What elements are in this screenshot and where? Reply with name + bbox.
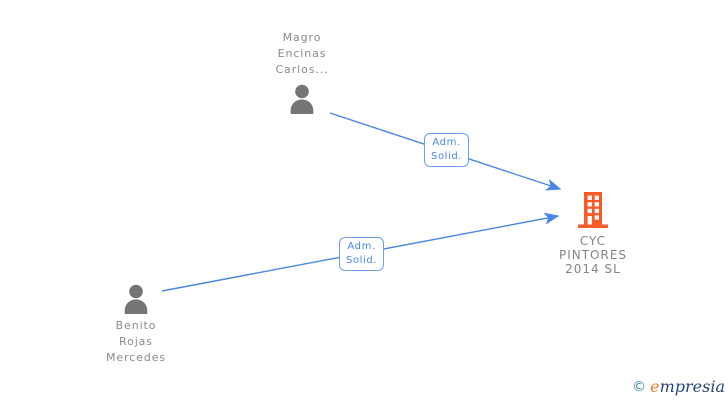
company-name-label: CYC PINTORES 2014 SL xyxy=(558,234,628,276)
node-company-cyc[interactable]: CYC PINTORES 2014 SL xyxy=(543,191,643,276)
building-icon xyxy=(578,192,608,228)
node-person-magro[interactable]: Magro Encinas Carlos... xyxy=(252,30,352,114)
copyright-icon: © xyxy=(632,379,647,395)
empresia-watermark: © empresia xyxy=(632,378,725,396)
person-icon xyxy=(124,284,148,314)
person-name-label: Magro Encinas Carlos... xyxy=(275,31,329,76)
node-person-benito[interactable]: Benito Rojas Mercedes xyxy=(86,284,186,366)
person-name-label: Benito Rojas Mercedes xyxy=(105,319,167,364)
empresia-logo: empresia xyxy=(650,377,725,396)
person-icon xyxy=(290,84,314,114)
edge-label-adm-solid-magro: Adm. Solid. xyxy=(424,133,470,167)
edge-label-adm-solid-benito: Adm. Solid. xyxy=(339,237,385,271)
